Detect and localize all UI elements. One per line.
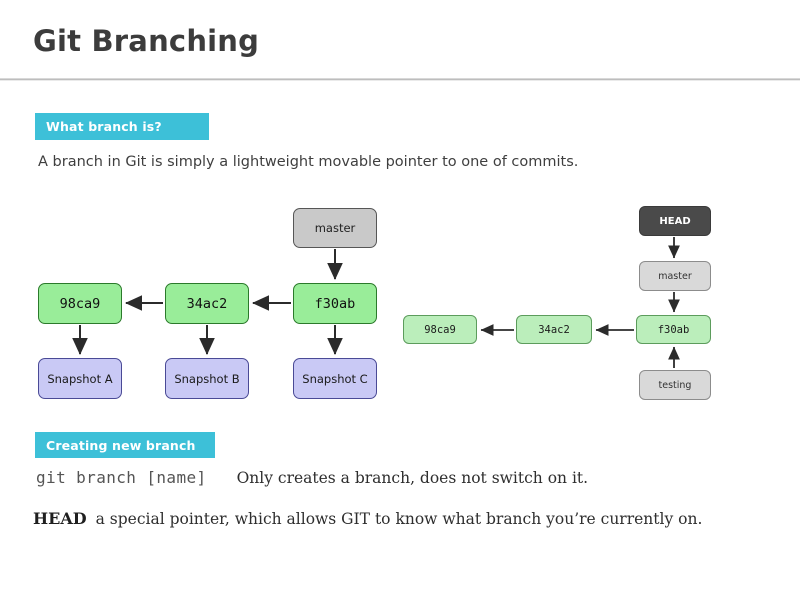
page-title: Git Branching <box>33 24 260 58</box>
left-diagram-commit-f30ab: f30ab <box>293 283 377 324</box>
right-diagram-ref-master: master <box>639 261 711 291</box>
left-diagram-commit-98ca9: 98ca9 <box>38 283 122 324</box>
right-diagram-ref-testing: testing <box>639 370 711 400</box>
left-diagram-snapshot-a: Snapshot A <box>38 358 122 399</box>
git-branch-command: git branch [name] <box>36 468 207 487</box>
header-divider <box>0 78 800 81</box>
section-banner-creating-new-branch: Creating new branch <box>35 432 215 458</box>
right-diagram-head: HEAD <box>639 206 711 236</box>
left-diagram-snapshot-c: Snapshot C <box>293 358 377 399</box>
right-diagram-commit-34ac2: 34ac2 <box>516 315 592 344</box>
head-keyword: HEAD <box>33 509 87 528</box>
left-diagram-snapshot-b: Snapshot B <box>165 358 249 399</box>
head-description: a special pointer, which allows GIT to k… <box>95 510 703 528</box>
git-branch-command-description: Only creates a branch, does not switch o… <box>236 469 589 487</box>
right-diagram-commit-f30ab: f30ab <box>636 315 711 344</box>
intro-paragraph: A branch in Git is simply a lightweight … <box>38 154 579 170</box>
command-row: git branch [name] Only creates a branch,… <box>36 468 588 487</box>
right-diagram-commit-98ca9: 98ca9 <box>403 315 477 344</box>
left-diagram-commit-34ac2: 34ac2 <box>165 283 249 324</box>
left-diagram-ref-master: master <box>293 208 377 248</box>
head-definition-row: HEAD a special pointer, which allows GIT… <box>33 509 702 528</box>
section-banner-what-branch-is: What branch is? <box>35 113 209 140</box>
